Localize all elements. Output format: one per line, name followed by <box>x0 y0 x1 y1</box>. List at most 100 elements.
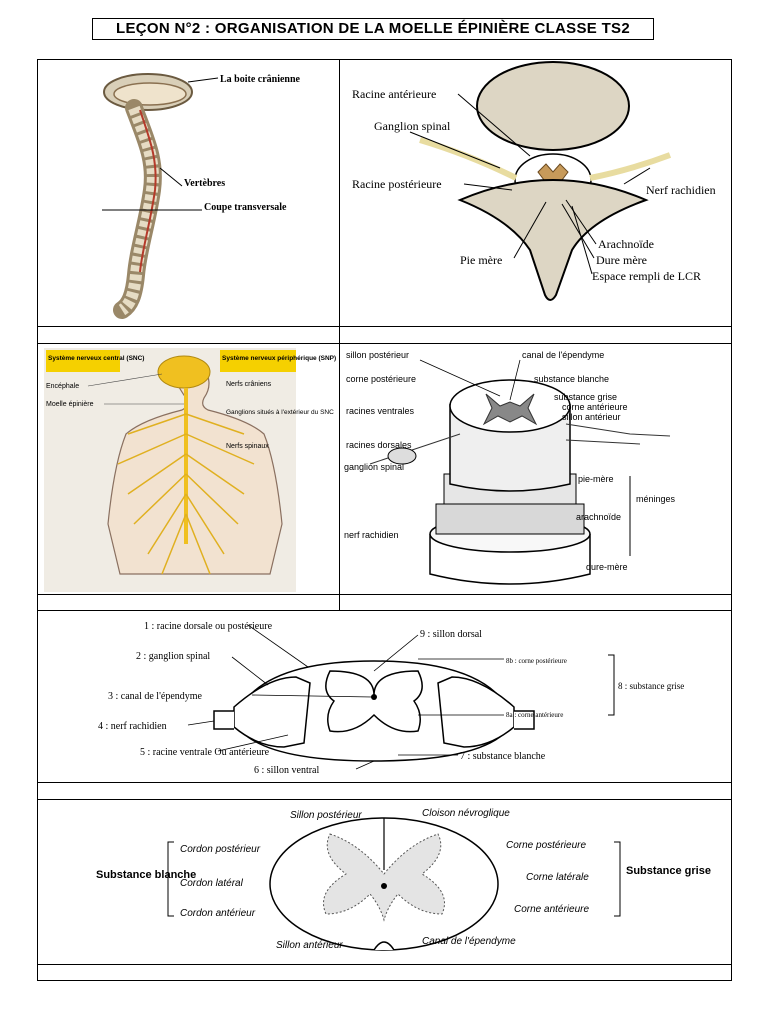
sillon-anterieur-notch <box>373 941 395 951</box>
leader-line <box>623 167 651 185</box>
leader-line <box>419 359 501 397</box>
leader-line <box>457 93 531 157</box>
brain-yellow <box>157 355 211 389</box>
leader-line <box>513 201 547 259</box>
leader-line <box>561 203 595 259</box>
label-encephale: Encéphale <box>46 383 79 390</box>
figure-spine-side-view: La boite crânienne Vertèbres Coupe trans… <box>38 60 339 326</box>
left-root-body <box>233 676 311 748</box>
label-cordon-anterieur: Cordon antérieur <box>180 908 256 919</box>
label-7-substance-blanche: 7 : substance blanche <box>460 751 546 762</box>
leader-line <box>509 359 521 401</box>
table-border-right <box>731 59 732 981</box>
label-racines-ventrales: racines ventrales <box>346 406 415 416</box>
brain-shape <box>113 82 187 106</box>
grey-matter-h <box>482 393 538 426</box>
spinal-cord <box>139 109 157 273</box>
label-arachnoide: arachnoïde <box>576 512 621 522</box>
label-3-canal-ependyme: 3 : canal de l'épendyme <box>108 691 203 702</box>
label-corne-laterale: Corne latérale <box>526 872 589 883</box>
table-border-left <box>37 59 38 981</box>
row-line <box>37 594 732 595</box>
grey-matter-shape <box>325 670 423 733</box>
header-snc: Système nerveux central (SNC) <box>48 355 144 362</box>
leader-line <box>187 77 219 83</box>
label-6-sillon-ventral: 6 : sillon ventral <box>254 765 319 776</box>
label-sillon-anterieur: sillon antérieur <box>562 412 621 422</box>
label-coupe-transversale: Coupe transversale <box>204 202 287 213</box>
row-line <box>37 343 732 344</box>
label-canal-ependyme: Canal de l'épendyme <box>422 936 516 947</box>
label-racines-dorsales: racines dorsales <box>346 440 412 450</box>
figure-nervous-system: Système nerveux central (SNC) Système ne… <box>38 344 339 594</box>
figure-vertebra-cross-section: Racine antérieure Ganglion spinal Racine… <box>340 60 731 326</box>
nerve-right <box>589 152 672 181</box>
label-cordon-posterieur: Cordon postérieur <box>180 844 261 855</box>
vertebral-body <box>476 61 630 151</box>
label-8-substance-grise: 8 : substance grise <box>618 681 684 691</box>
label-corne-anterieure: corne antérieure <box>562 402 628 412</box>
header-snp: Système nerveux périphérique (SNP) <box>222 355 336 362</box>
label-cordon-lateral: Cordon latéral <box>180 878 244 889</box>
central-canal <box>371 694 377 700</box>
label-corne-posterieure: corne postérieure <box>346 374 416 384</box>
label-vertebres: Vertèbres <box>184 178 225 189</box>
grise-bracket <box>608 654 615 716</box>
nerve-right-stub <box>514 710 535 730</box>
label-cloison-nevroglique: Cloison névroglique <box>422 808 510 819</box>
label-dure-mere: dure-mère <box>586 562 628 572</box>
label-substance-grise: Substance grise <box>626 865 711 877</box>
label-espace-lcr: Espace rempli de LCR <box>592 269 701 283</box>
row-line <box>37 799 732 800</box>
label-sillon-anterieur: Sillon antérieur <box>276 940 343 951</box>
blanche-bracket <box>167 841 174 917</box>
leader-line <box>463 183 513 191</box>
label-substance-blanche: Substance blanche <box>96 869 196 881</box>
label-8a-corne-anterieure: 8a : corne antérieure <box>506 711 563 719</box>
label-nerfs-spinaux: Nerfs spinaux <box>226 443 269 450</box>
label-corne-posterieure: Corne postérieure <box>506 840 586 851</box>
leader-line <box>251 694 373 698</box>
label-ganglion-spinal: Ganglion spinal <box>374 119 451 133</box>
label-5-racine-ventrale: 5 : racine ventrale Ou antérieure <box>140 747 270 758</box>
vertebra-segments <box>118 105 159 316</box>
page-title: LEÇON N°2 : ORGANISATION DE LA MOELLE ÉP… <box>92 18 654 40</box>
figure-white-grey-matter: Sillon postérieur Cloison névroglique Co… <box>38 800 731 964</box>
vertebral-arch <box>457 179 649 301</box>
leader-line <box>565 199 597 245</box>
label-dure-mere: Dure mère <box>596 253 647 267</box>
label-ganglion-spinal: ganglion spinal <box>344 462 404 472</box>
label-arachnoide: Arachnoïde <box>598 237 654 251</box>
snp-header-box <box>220 350 296 372</box>
spinal-nerves <box>117 413 255 575</box>
label-8b-corne-posterieure: 8b : corne postérieure <box>506 657 567 665</box>
label-sillon-posterieur: sillon postérieur <box>346 350 409 360</box>
label-pie-mere: Pie mère <box>460 253 502 267</box>
leader-line <box>571 205 593 275</box>
label-ganglions: Ganglions situés à l'extérieur du SNC <box>226 409 334 416</box>
grise-bracket <box>614 841 621 917</box>
label-pie-mere: pie-mère <box>578 474 614 484</box>
label-sillon-posterieur: Sillon postérieur <box>290 810 362 821</box>
right-root-body <box>437 676 515 748</box>
label-1-racine-dorsale: 1 : racine dorsale ou postérieure <box>144 621 273 632</box>
label-corne-anterieure: Corne antérieure <box>514 904 589 915</box>
table-border-top <box>37 59 732 60</box>
leader-line <box>217 734 289 752</box>
leader-line <box>231 656 269 686</box>
leader-line <box>159 167 183 187</box>
label-racine-posterieure: Racine postérieure <box>352 177 442 191</box>
label-4-nerf-rachidien: 4 : nerf rachidien <box>98 721 167 732</box>
row-line <box>37 782 732 783</box>
label-meninges: méninges <box>636 494 676 504</box>
leader-line <box>187 720 215 726</box>
label-nerf-rachidien: Nerf rachidien <box>646 183 716 197</box>
row-line <box>37 326 732 327</box>
nerve-left-stub <box>213 710 234 730</box>
nerve-left <box>419 137 518 181</box>
table-border-bottom <box>37 980 732 981</box>
figure-numbered-cross-section: 1 : racine dorsale ou postérieure 9 : si… <box>38 611 731 782</box>
row-line <box>37 964 732 965</box>
leader-line <box>373 634 419 672</box>
figure-spinal-cord-3d: sillon postérieur canal de l'épendyme co… <box>340 344 731 594</box>
